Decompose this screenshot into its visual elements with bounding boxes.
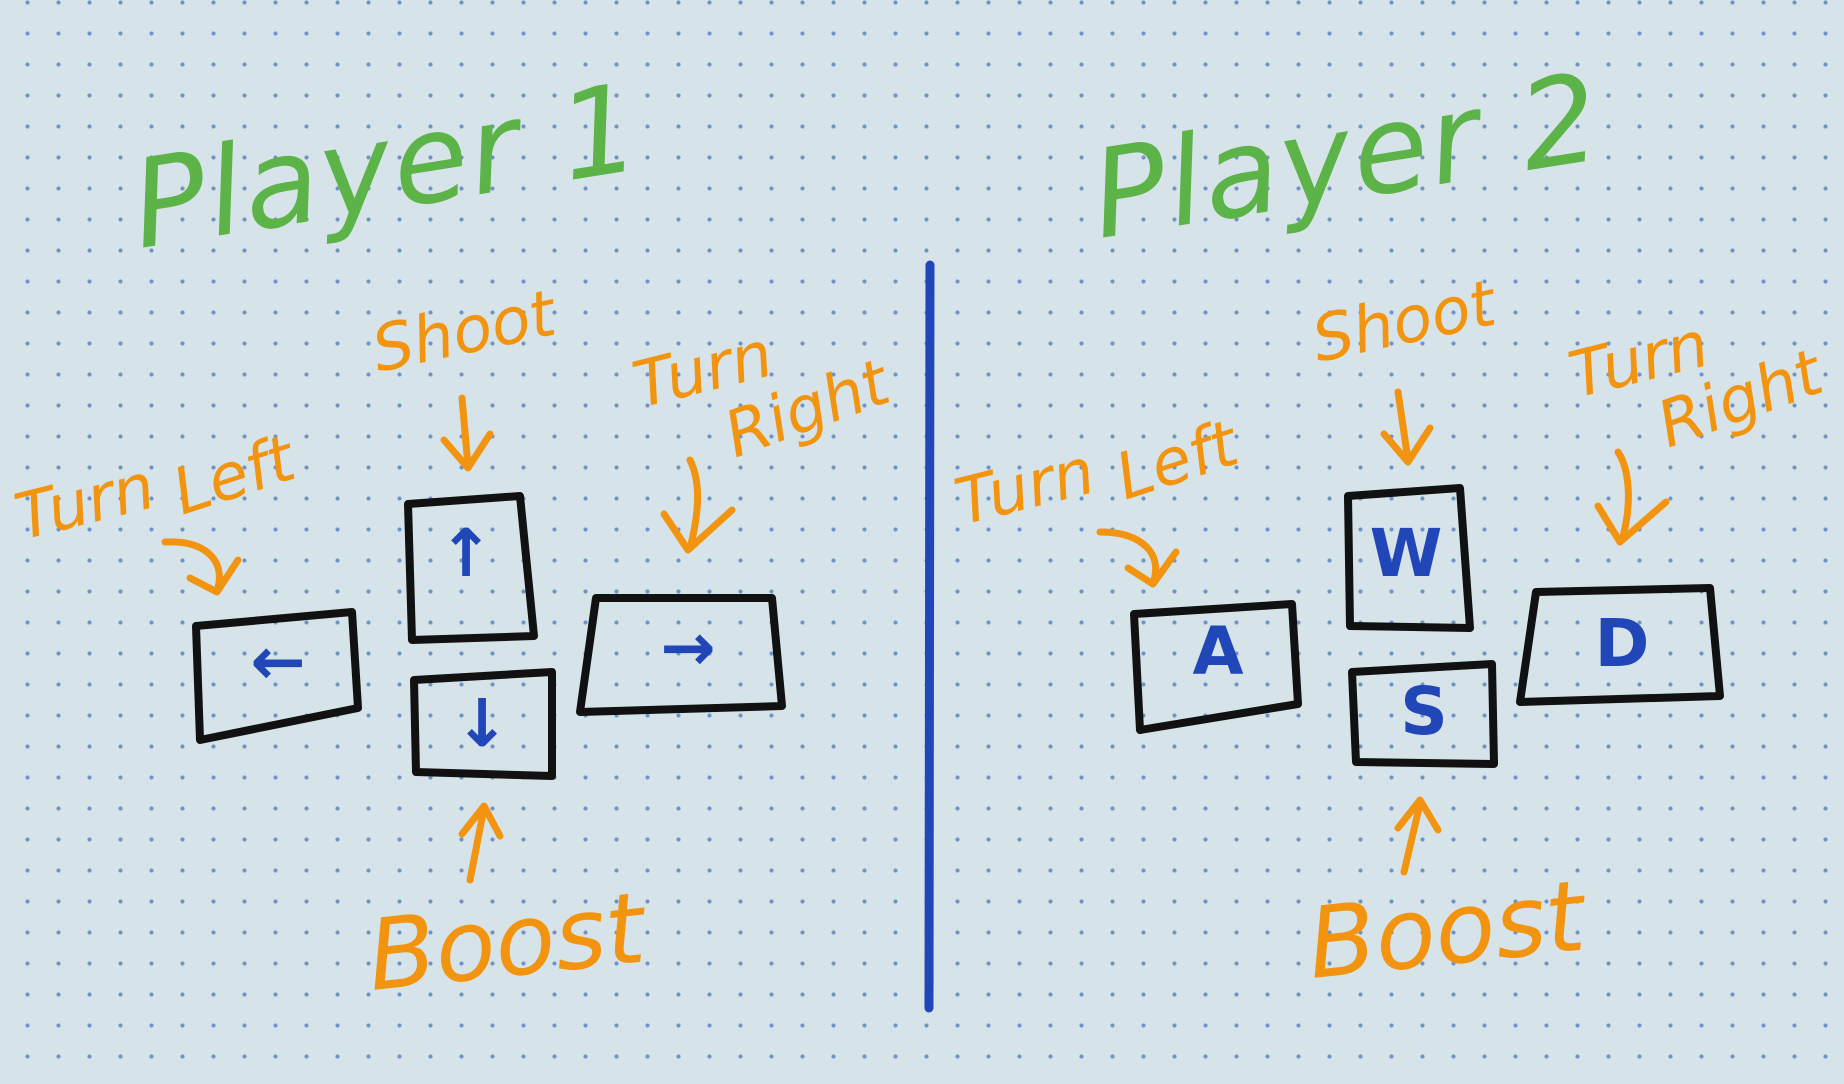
player1-boost-label: Boost bbox=[363, 871, 654, 1014]
player2-section: Player 2 Turn Left Shoot Turn Right Boos… bbox=[948, 46, 1835, 1002]
player2-key-w-glyph: W bbox=[1370, 515, 1443, 592]
player1-boost-arrow bbox=[466, 804, 488, 884]
player2-turn-right-arrowhead bbox=[1594, 498, 1670, 546]
player2-key-d-glyph: D bbox=[1595, 605, 1650, 682]
player2-turn-left-label-turn: Turn bbox=[948, 435, 1102, 541]
player2-key-a-glyph: A bbox=[1192, 613, 1243, 690]
player1-turn-left-arrowhead bbox=[186, 556, 242, 596]
player2-turn-right-arrow bbox=[1614, 448, 1632, 544]
player2-boost-label: Boost bbox=[1303, 859, 1594, 1002]
player1-turn-right-arrow bbox=[686, 456, 701, 552]
player2-shoot-arrow bbox=[1394, 388, 1412, 464]
player1-key-right[interactable]: → bbox=[576, 594, 786, 716]
player1-shoot-label: Shoot bbox=[366, 276, 565, 387]
player1-turn-left-arrow bbox=[161, 538, 223, 592]
player2-turn-left-label-left: Left bbox=[1107, 406, 1249, 515]
player1-key-up[interactable]: ↑ bbox=[404, 492, 538, 644]
player1-turn-left-label-turn: Turn bbox=[8, 450, 162, 556]
player1-key-up-glyph: ↑ bbox=[438, 515, 493, 592]
player1-turn-left-label-left: Left bbox=[164, 421, 306, 530]
player2-key-s-glyph: S bbox=[1400, 673, 1448, 750]
divider-line bbox=[924, 260, 935, 1013]
player2-shoot-label: Shoot bbox=[1306, 266, 1505, 377]
player1-boost-arrowhead bbox=[458, 802, 504, 840]
player1-shoot-arrowhead bbox=[440, 430, 494, 472]
player1-key-right-glyph: → bbox=[660, 609, 715, 686]
player2-boost-arrowhead bbox=[1394, 796, 1442, 834]
player2-key-d[interactable]: D bbox=[1516, 584, 1724, 706]
player2-key-w[interactable]: W bbox=[1344, 484, 1474, 632]
player2-turn-left-arrow bbox=[1096, 528, 1160, 584]
player1-section: Player 1 Turn Left Shoot Turn Right Boos… bbox=[8, 56, 902, 1014]
player2-boost-arrow bbox=[1400, 800, 1424, 876]
player1-turn-right-arrowhead bbox=[660, 506, 736, 554]
player1-title: Player 1 bbox=[122, 56, 650, 276]
player2-key-s[interactable]: S bbox=[1348, 660, 1498, 768]
player2-key-a[interactable]: A bbox=[1130, 600, 1302, 734]
player1-shoot-arrow bbox=[458, 394, 472, 470]
player2-turn-left-arrowhead bbox=[1124, 548, 1180, 588]
player1-key-down[interactable]: ↓ bbox=[410, 668, 556, 780]
player1-key-left-glyph: ← bbox=[250, 623, 305, 700]
player1-key-left[interactable]: ← bbox=[192, 608, 362, 744]
player1-key-down-glyph: ↓ bbox=[454, 685, 509, 762]
player2-shoot-arrowhead bbox=[1380, 424, 1434, 466]
player2-title: Player 2 bbox=[1082, 46, 1610, 266]
